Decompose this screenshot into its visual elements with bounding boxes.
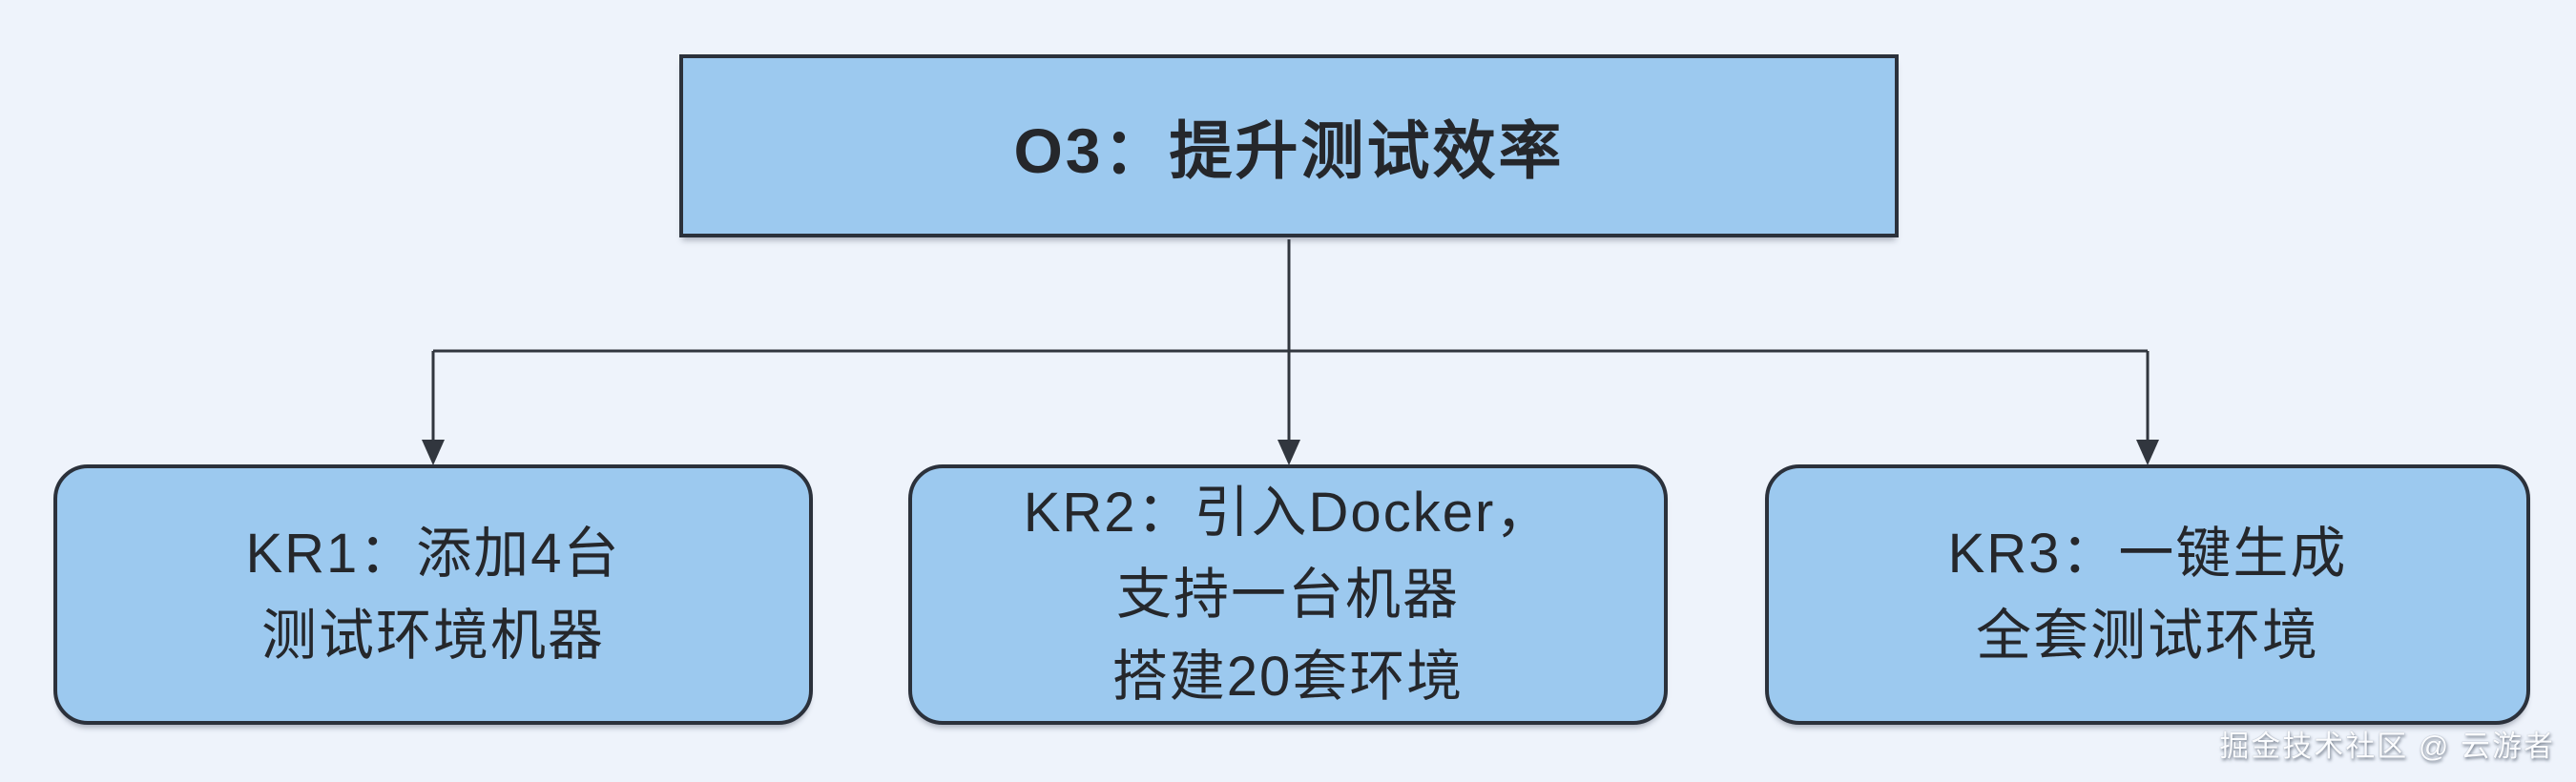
objective-node-o3: O3：提升测试效率 xyxy=(679,54,1899,237)
kr2-text-line-3: 搭建20套环境 xyxy=(1111,645,1465,708)
kr3-node: KR3：一键生成 全套测试环境 xyxy=(1765,464,2530,725)
kr1-text-line-1: KR1：添加4台 xyxy=(245,522,621,585)
arrow-down-icon xyxy=(1278,440,1300,465)
kr3-text-line-2: 全套测试环境 xyxy=(1975,604,2319,667)
arrow-down-icon xyxy=(2136,440,2159,465)
kr2-text-line-2: 支持一台机器 xyxy=(1115,563,1460,626)
kr1-text-line-2: 测试环境机器 xyxy=(260,604,605,667)
kr3-text-line-1: KR3：一键生成 xyxy=(1947,522,2348,585)
kr1-node: KR1：添加4台 测试环境机器 xyxy=(53,464,813,725)
kr2-text-line-1: KR2：引入Docker， xyxy=(1023,481,1553,544)
watermark-credit: 掘金技术社区 @ 云游者 xyxy=(2219,730,2555,763)
objective-label: O3：提升测试效率 xyxy=(1013,115,1565,186)
kr2-node: KR2：引入Docker， 支持一台机器 搭建20套环境 xyxy=(908,464,1668,725)
arrow-down-icon xyxy=(422,440,445,465)
